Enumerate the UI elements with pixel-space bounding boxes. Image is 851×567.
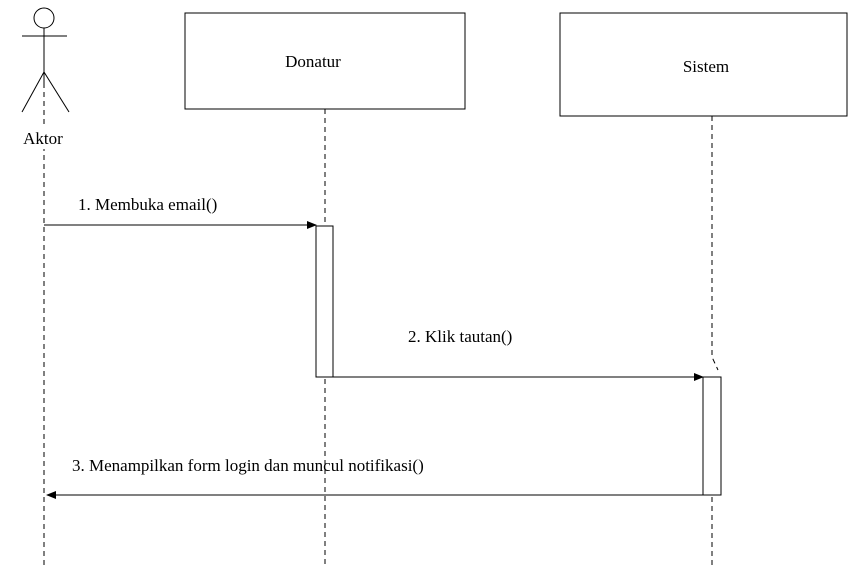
message-2: 2. Klik tautan() xyxy=(333,327,704,381)
participant-donatur-label: Donatur xyxy=(285,52,341,71)
participant-sistem: Sistem xyxy=(559,12,848,117)
actor-figure xyxy=(21,7,70,113)
actor-right-leg xyxy=(43,71,70,113)
message-3: 3. Menampilkan form login dan muncul not… xyxy=(46,456,703,499)
participant-donatur-box xyxy=(184,12,466,110)
actor-head xyxy=(33,7,55,29)
actor-left-leg xyxy=(21,71,45,113)
participant-sistem-label: Sistem xyxy=(683,57,729,76)
message-1-label: 1. Membuka email() xyxy=(78,195,217,214)
message-2-label: 2. Klik tautan() xyxy=(408,327,512,346)
message-3-label: 3. Menampilkan form login dan muncul not… xyxy=(72,456,424,475)
donatur-activation-bar xyxy=(315,225,334,378)
participant-sistem-box xyxy=(559,12,848,117)
actor-label: Aktor xyxy=(23,129,63,148)
sistem-activation-bar xyxy=(702,376,722,496)
sistem-lifeline xyxy=(711,116,719,567)
message-1: 1. Membuka email() xyxy=(44,195,317,229)
participant-donatur: Donatur xyxy=(184,12,466,110)
actor-label-bg xyxy=(12,127,74,149)
